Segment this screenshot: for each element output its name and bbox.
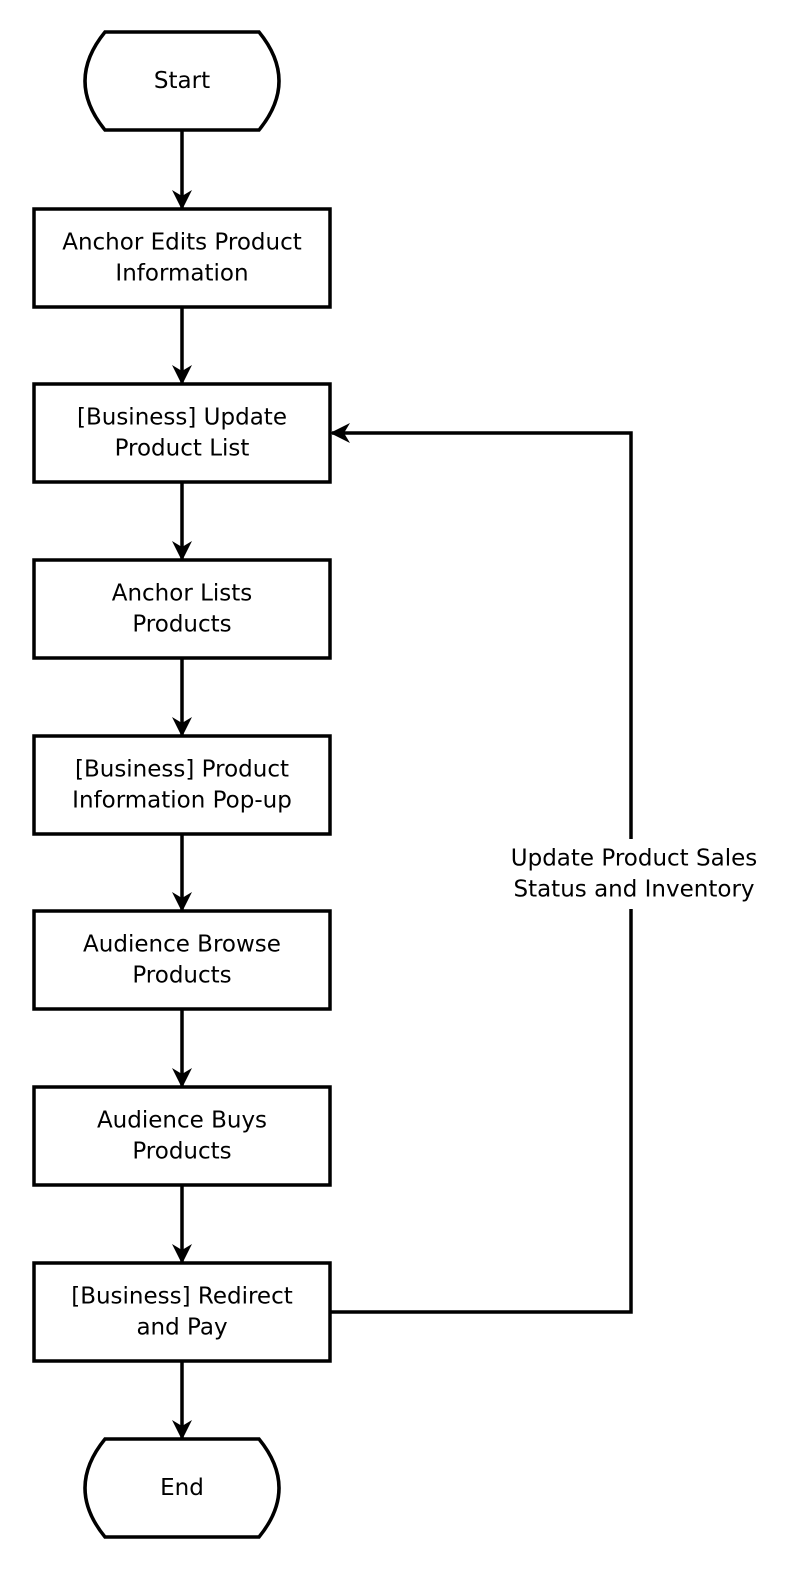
process-box: [32, 558, 332, 660]
process-box: [32, 734, 332, 836]
node-label: End: [160, 1475, 204, 1501]
process-box: [32, 1261, 332, 1363]
node-label: and Pay: [136, 1315, 227, 1341]
node-label: Information Pop-up: [72, 788, 292, 814]
process-box: [32, 382, 332, 484]
node-label: [Business] Product: [75, 757, 289, 783]
node-label: Anchor Edits Product: [62, 230, 302, 256]
node-label: Products: [132, 963, 231, 989]
process-box: [32, 1085, 332, 1187]
node-label: Audience Buys: [97, 1108, 267, 1134]
process-box: [32, 207, 332, 309]
edge-label: Status and Inventory: [513, 877, 754, 903]
node-label: Information: [115, 261, 248, 287]
edge-label-background: [481, 839, 781, 909]
terminal-shape: [83, 30, 281, 132]
edge-label: Update Product Sales: [511, 846, 757, 872]
node-end: End: [83, 1437, 281, 1539]
node-label: Product List: [115, 436, 250, 462]
node-label: Anchor Lists: [112, 581, 253, 607]
node-redirect-pay: [Business] Redirect and Pay: [32, 1261, 332, 1363]
node-label: [Business] Redirect: [71, 1284, 293, 1310]
process-box: [32, 909, 332, 1011]
node-label: Audience Browse: [83, 932, 281, 958]
node-label: Start: [154, 68, 210, 94]
terminal-shape: [83, 1437, 281, 1539]
node-start: Start: [83, 30, 281, 132]
node-label: Products: [132, 1139, 231, 1165]
node-label: [Business] Update: [77, 405, 287, 431]
node-label: Products: [132, 612, 231, 638]
